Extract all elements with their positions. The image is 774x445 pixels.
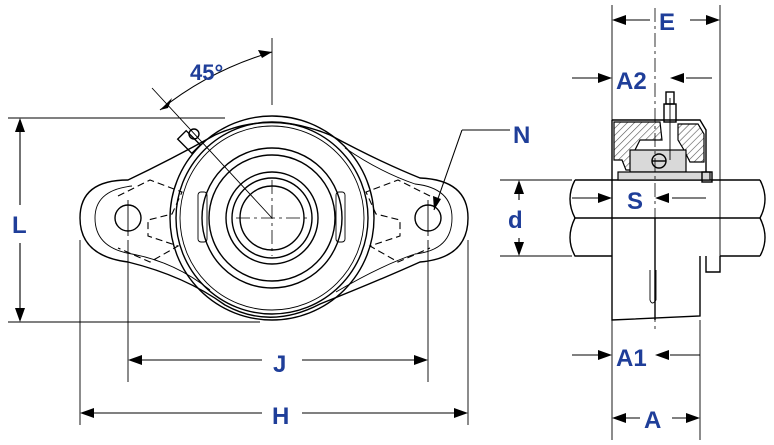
side-view	[569, 8, 766, 330]
grease-fitting-side	[663, 91, 677, 160]
shaft-lower	[569, 217, 766, 257]
a-label: A	[644, 407, 661, 434]
inner-ring	[617, 171, 711, 181]
n-dimension: N	[433, 122, 530, 211]
lower-housing-notch	[649, 270, 657, 304]
a1-label: A1	[616, 345, 647, 372]
h-label: H	[272, 403, 289, 430]
angle-ref-line	[151, 87, 273, 219]
angle-dimension: 45°	[159, 38, 273, 111]
s-label: S	[627, 188, 643, 215]
e-label: E	[659, 9, 675, 36]
a-dimension: A	[612, 320, 701, 440]
e-dimension: E	[611, 5, 721, 270]
d-dimension: d	[500, 179, 572, 257]
front-view	[79, 87, 469, 321]
flange-relief	[94, 147, 453, 293]
collar-mid	[231, 177, 313, 259]
j-dimension: J	[127, 240, 429, 382]
angle-label: 45°	[190, 60, 223, 85]
h-dimension: H	[79, 240, 469, 430]
l-dimension: L	[8, 117, 260, 323]
a1-dimension: A1	[572, 320, 700, 440]
d-label: d	[508, 207, 523, 234]
slot-left	[197, 191, 208, 243]
l-label: L	[12, 212, 27, 239]
bearing-ring-inner	[208, 154, 336, 282]
slot-right	[335, 191, 346, 243]
j-label: J	[273, 351, 286, 378]
s-dimension: S	[572, 188, 706, 215]
housing-section-right	[677, 123, 705, 163]
set-screw	[701, 171, 713, 183]
bearing-ring	[201, 147, 343, 289]
a2-label: A2	[616, 68, 647, 95]
bolt-recess-right	[365, 179, 431, 263]
housing-outer-ring	[169, 115, 375, 321]
grease-fitting-front	[176, 128, 202, 155]
bolt-recess-left	[117, 179, 183, 263]
a2-dimension: A2	[572, 68, 712, 95]
n-label: N	[513, 122, 530, 149]
housing-ring-3	[179, 125, 365, 311]
collar-outer	[225, 171, 319, 265]
housing-ring-2	[175, 121, 369, 315]
